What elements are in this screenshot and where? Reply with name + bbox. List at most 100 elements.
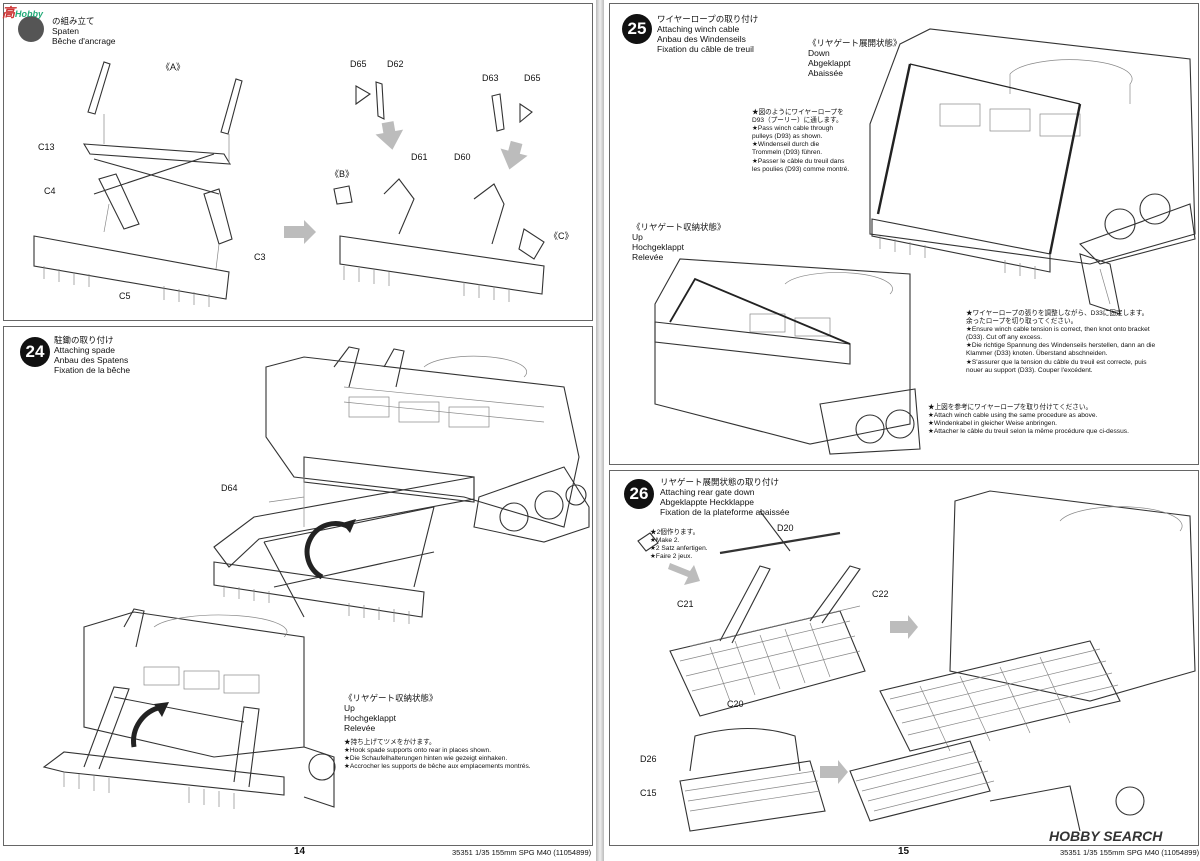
step-26-badge: 26 xyxy=(624,479,654,509)
note-line: ★S'assurer que la tension du câble du tr… xyxy=(966,358,1147,366)
step-title-ja: の組み立て xyxy=(52,16,95,26)
stowed-state-titles: 《リヤゲート収納状態》 Up Hochgeklappt Relevée xyxy=(344,693,438,733)
callout-d60: D60 xyxy=(454,152,471,162)
step-title-de: Spaten xyxy=(52,26,79,36)
callout-c3: C3 xyxy=(254,252,266,262)
page-footer: 35351 1/35 155mm SPG M40 (11054899) xyxy=(1060,848,1200,857)
callout-a: 《A》 xyxy=(161,62,186,72)
step-title-ja: ワイヤーロープの取り付け xyxy=(657,14,759,24)
callout-d65-b: D65 xyxy=(524,73,541,83)
callout-d26: D26 xyxy=(640,754,657,764)
step-25-titles: ワイヤーロープの取り付け Attaching winch cable Anbau… xyxy=(657,14,758,54)
spade-assembly-drawing xyxy=(33,61,545,307)
stowed-title-fr: Relevée xyxy=(344,723,376,733)
callout-c5: C5 xyxy=(119,291,131,301)
make-two-note: ★2個作ります。 ★Make 2. ★2 Satz anfertigen. ★F… xyxy=(650,529,708,561)
step-25-note-pulleys: ★図のようにワイヤーロープを D93（プーリー）に通します。 ★Pass win… xyxy=(752,109,849,174)
note-line: ★Windenkabel in gleicher Weise anbringen… xyxy=(928,420,1057,428)
watermark-prefix: 高 xyxy=(2,5,16,20)
note-line: Klammer (D33) knoten. Überstand abschnei… xyxy=(966,350,1108,358)
callout-b: 《B》 xyxy=(330,169,355,179)
page-footer: 35351 1/35 155mm SPG M40 (11054899) xyxy=(452,848,592,857)
note-line: ★Attach winch cable using the same proce… xyxy=(928,412,1098,420)
callout-d63: D63 xyxy=(482,73,499,83)
note-line: ★ワイヤーロープの張りを調整しながら、D33に固定します。 xyxy=(966,310,1149,317)
stowed-title-ja: 《リヤゲート収納状態》 xyxy=(344,693,438,703)
step-title-en: Attaching rear gate down xyxy=(660,487,755,497)
step-title-fr: Fixation du câble de treuil xyxy=(657,44,754,54)
note-line: les poulies (D93) comme montré. xyxy=(752,165,850,173)
watermark-site: Hobby xyxy=(15,9,44,19)
step-title-ja: 駐鋤の取り付け xyxy=(54,335,114,345)
step-title-ja: リヤゲート展開状態の取り付け xyxy=(660,477,780,487)
note-line: ★Accrocher les supports de bêche aux emp… xyxy=(344,763,531,771)
step-24-titles: 駐鋤の取り付け Attaching spade Anbau des Spaten… xyxy=(54,335,130,375)
page-gutter xyxy=(596,0,604,861)
note-line: ★Die richtige Spannung des Windenseils h… xyxy=(966,342,1156,350)
watermark-logo: 高Hobby xyxy=(2,2,43,21)
callout-c21: C21 xyxy=(677,599,694,609)
rear-gate-drawing xyxy=(637,490,1196,832)
hobby-search-logo: HOBBY SEARCH xyxy=(1049,828,1163,844)
note-line: ★Hook spade supports onto rear in places… xyxy=(344,747,492,755)
step-24-note: ★持ち上げてツメをかけます。 ★Hook spade supports onto… xyxy=(344,739,531,771)
note-line: ★Faire 2 jeux. xyxy=(650,553,693,561)
up-title-en: Up xyxy=(632,232,643,242)
callout-d20: D20 xyxy=(777,523,794,533)
note-line: Trommeln (D93) führen. xyxy=(752,149,823,157)
note-line: ★上図を参考にワイヤーロープを取り付けてください。 xyxy=(928,404,1093,411)
step-title-fr: Bêche d'ancrage xyxy=(52,36,116,46)
gate-up-titles: 《リヤゲート収納状態》 Up Hochgeklappt Relevée xyxy=(632,222,726,262)
note-line: ★Passer le câble du treuil dans xyxy=(752,157,845,165)
step-24-badge: 24 xyxy=(20,337,50,367)
winch-cable-drawing xyxy=(654,28,1196,455)
note-line: ★Attacher le câble du treuil selon la mê… xyxy=(928,428,1129,436)
callout-c22: C22 xyxy=(872,589,889,599)
step-title-en: Attaching spade xyxy=(54,345,115,355)
step-23-panel: の組み立て Spaten Bêche d'ancrage xyxy=(3,3,593,321)
step-title-fr: Fixation de la bêche xyxy=(54,365,131,375)
step-title-de: Anbau des Windenseils xyxy=(657,34,746,44)
callout-c13: C13 xyxy=(38,142,55,152)
gate-down-titles: 《リヤゲート展開状態》 Down Abgeklappt Abaissée xyxy=(808,38,902,78)
up-title-de: Hochgeklappt xyxy=(632,242,684,252)
callout-c4: C4 xyxy=(44,186,56,196)
note-line: ★2個作ります。 xyxy=(650,529,700,536)
callout-d64: D64 xyxy=(221,483,238,493)
up-title-ja: 《リヤゲート収納状態》 xyxy=(632,222,726,232)
step-title-fr: Fixation de la plateforme abaissée xyxy=(660,507,790,517)
up-title-fr: Relevée xyxy=(632,252,664,262)
note-line: nouer au support (D33). Couper l'excéden… xyxy=(966,366,1093,374)
note-line: ★2 Satz anfertigen. xyxy=(650,545,708,553)
step-25-note-same: ★上図を参考にワイヤーロープを取り付けてください。 ★Attach winch … xyxy=(928,404,1129,436)
note-line: ★Ensure winch cable tension is correct, … xyxy=(966,326,1150,334)
step-26-panel: 26 リヤゲート展開状態の取り付け Attaching rear gate do… xyxy=(609,470,1199,846)
step-23-titles: の組み立て Spaten Bêche d'ancrage xyxy=(52,16,116,46)
callout-c: 《C》 xyxy=(549,231,574,241)
stowed-title-de: Hochgeklappt xyxy=(344,713,396,723)
step-25-badge: 25 xyxy=(622,14,652,44)
step-25-panel: 25 ワイヤーロープの取り付け Attaching winch cable An… xyxy=(609,3,1199,465)
down-title-en: Down xyxy=(808,48,830,58)
step-23-badge xyxy=(18,16,44,42)
step-25-note-tension: ★ワイヤーロープの張りを調整しながら、D33に固定します。 余ったロープを切り取… xyxy=(966,310,1155,375)
vehicle-rear-drawing-top xyxy=(42,346,590,809)
stowed-title-en: Up xyxy=(344,703,355,713)
callout-c15: C15 xyxy=(640,788,657,798)
callout-c20: C20 xyxy=(727,699,744,709)
step-26-titles: リヤゲート展開状態の取り付け Attaching rear gate down … xyxy=(660,477,789,517)
note-line: ★Make 2. xyxy=(650,537,680,545)
callout-d61: D61 xyxy=(411,152,428,162)
page-number: 15 xyxy=(898,846,910,857)
note-line: ★持ち上げてツメをかけます。 xyxy=(344,739,436,746)
down-title-fr: Abaissée xyxy=(808,68,843,78)
page-number: 14 xyxy=(294,846,306,857)
note-line: ★Pass winch cable through xyxy=(752,125,834,133)
page-right: 25 ワイヤーロープの取り付け Attaching winch cable An… xyxy=(604,0,1200,861)
callout-d65-a: D65 xyxy=(350,59,367,69)
page-left: の組み立て Spaten Bêche d'ancrage xyxy=(0,0,596,861)
down-title-ja: 《リヤゲート展開状態》 xyxy=(808,38,902,48)
note-line: pulleys (D93) as shown. xyxy=(752,133,823,141)
note-line: (D33). Cut off any excess. xyxy=(966,334,1043,342)
note-line: D93（プーリー）に通します。 xyxy=(752,117,843,125)
